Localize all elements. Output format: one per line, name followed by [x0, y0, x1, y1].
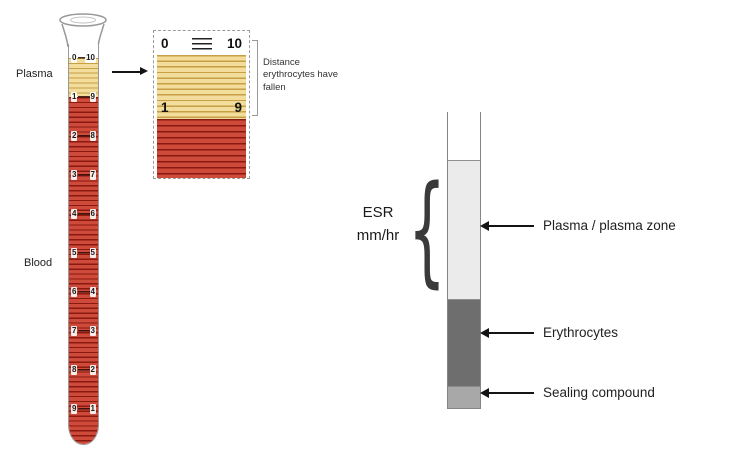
scale-left-number: 0	[71, 53, 78, 63]
scale-right-number: 5	[89, 248, 96, 258]
scale-right-number: 6	[89, 209, 96, 219]
scale-right-number: 9	[89, 92, 96, 102]
blood-label: Blood	[24, 257, 53, 269]
left-arrow-icon	[480, 388, 534, 398]
scale-right-number: 1	[89, 404, 96, 414]
scale-left-number: 5	[71, 248, 78, 258]
tube-scale-row: 5 5	[69, 248, 98, 258]
tube-scale-row: 1 9	[69, 92, 98, 102]
esr-text: ESR	[362, 204, 394, 221]
esr-schematic-tube	[447, 112, 481, 409]
scale-right-number: 10	[85, 53, 96, 63]
tube-rim-icon	[59, 13, 107, 48]
scale-right-number: 7	[89, 170, 96, 180]
erythrocytes-label: Erythrocytes	[543, 325, 619, 340]
graduation-ticks	[77, 57, 90, 420]
scale-left-number: 6	[71, 287, 78, 297]
scale-left-number: 9	[71, 404, 78, 414]
inset-top-ticks	[191, 38, 212, 53]
right-arrow-icon	[112, 68, 148, 75]
scale-right-number: 2	[89, 365, 96, 375]
erythrocytes-zone	[448, 300, 480, 386]
scale-left-number: 2	[71, 131, 78, 141]
sealing-compound-label: Sealing compound	[543, 385, 655, 400]
inset-plasma-layer	[157, 55, 246, 119]
inset-number-0: 0	[161, 36, 169, 51]
inset-number-1: 1	[161, 100, 169, 115]
esr-measure-label: ESR mm/hr	[346, 202, 410, 247]
scale-left-number: 3	[71, 170, 78, 180]
westergren-tube: 0 10 1 9 2 8 3 7 4 6 5 5 6 4 7 3	[68, 44, 99, 445]
sealing-compound-zone	[448, 386, 480, 408]
tube-scale-row: 3 7	[69, 170, 98, 180]
scale-left-number: 8	[71, 365, 78, 375]
inset-caption: Distance erythrocytes have fallen	[263, 57, 338, 93]
tube-scale-row: 6 4	[69, 287, 98, 297]
scale-left-number: 1	[71, 92, 78, 102]
scale-left-number: 7	[71, 326, 78, 336]
empty-zone	[448, 112, 480, 160]
left-arrow-icon	[480, 221, 534, 231]
plasma-zone-label: Plasma / plasma zone	[543, 218, 676, 233]
inset-number-10: 10	[226, 36, 242, 51]
scale-right-number: 3	[89, 326, 96, 336]
tube-scale-row: 8 2	[69, 365, 98, 375]
tube-scale-row: 7 3	[69, 326, 98, 336]
tube-scale-row: 2 8	[69, 131, 98, 141]
tube-scale-row: 9 1	[69, 404, 98, 414]
inset-blood-layer	[157, 119, 246, 178]
scale-right-number: 8	[89, 131, 96, 141]
left-arrow-icon	[480, 328, 534, 338]
scale-left-number: 4	[71, 209, 78, 219]
scale-right-number: 4	[89, 287, 96, 297]
tube-scale-row: 0 10	[69, 53, 98, 63]
plasma-zone	[448, 160, 480, 300]
brace-icon: {	[407, 161, 447, 300]
distance-bracket	[252, 40, 258, 116]
tube-scale-row: 4 6	[69, 209, 98, 219]
mmhr-text: mm/hr	[356, 226, 400, 244]
magnified-inset: 0 10 1 9	[153, 30, 250, 179]
inset-number-9: 9	[234, 100, 242, 115]
plasma-label: Plasma	[16, 68, 53, 80]
